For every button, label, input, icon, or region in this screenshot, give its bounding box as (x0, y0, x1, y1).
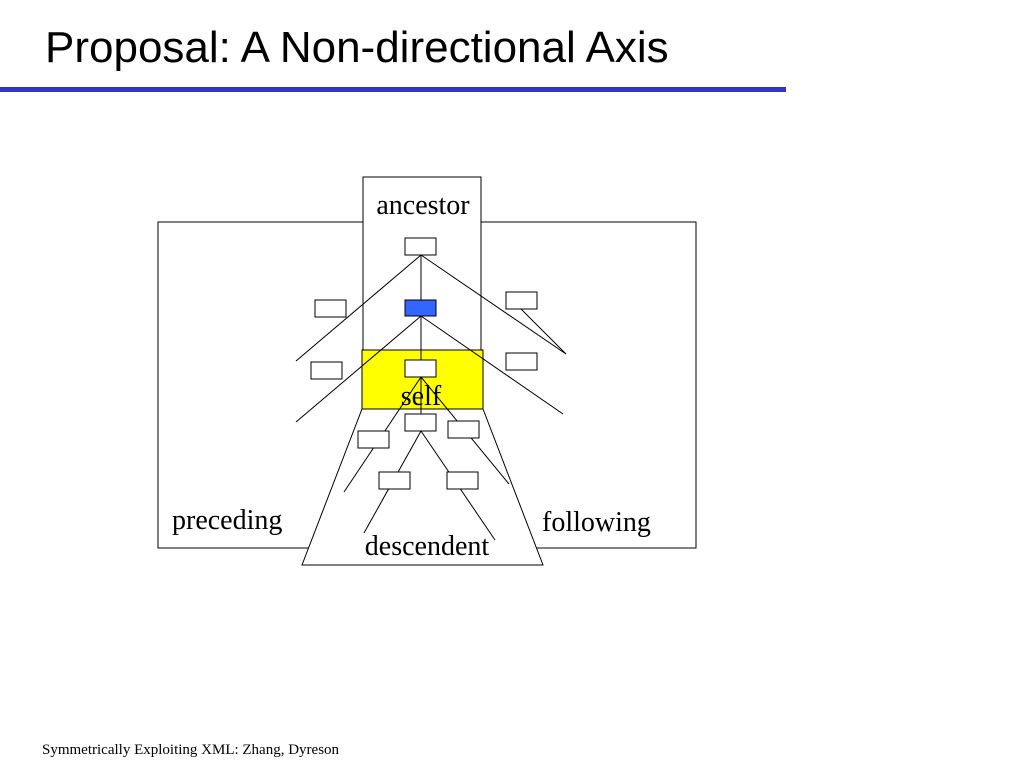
ancestor-region (362, 176, 482, 351)
tree-nodes (310, 237, 538, 490)
tree-node-preceding-cousin (310, 361, 343, 380)
tree-node-grandchild-right (446, 471, 479, 490)
tree-node-following-sibling (505, 291, 538, 310)
tree-node-descendant-middle (404, 413, 437, 432)
tree-node-descendant-left (357, 430, 390, 449)
tree-node-descendant-right (447, 420, 480, 439)
tree-node-preceding-sibling (314, 299, 347, 318)
ancestor-label: ancestor (376, 190, 470, 221)
edge-self-following-cousin (420, 315, 564, 415)
tree-node-root (404, 237, 437, 256)
title-underline (0, 87, 786, 92)
descendent-label: descendent (365, 531, 490, 562)
tree-node-self-child (404, 359, 437, 378)
edge-root-preceding-sibling (295, 254, 422, 362)
following-label: following (542, 507, 651, 538)
preceding-label: preceding (172, 505, 282, 536)
edge-root-following-sibling (420, 254, 567, 355)
slide-footer: Symmetrically Exploiting XML: Zhang, Dyr… (42, 742, 340, 758)
self-label: self (401, 381, 442, 412)
tree-node-following-cousin (505, 352, 538, 371)
tree-node-grandchild-left (378, 471, 411, 490)
tree-node-self (404, 299, 437, 317)
edge-self-preceding-cousin (295, 315, 422, 423)
edge-following-sibling-child (520, 308, 567, 355)
slide-title: Proposal: A Non-directional Axis (45, 23, 669, 72)
